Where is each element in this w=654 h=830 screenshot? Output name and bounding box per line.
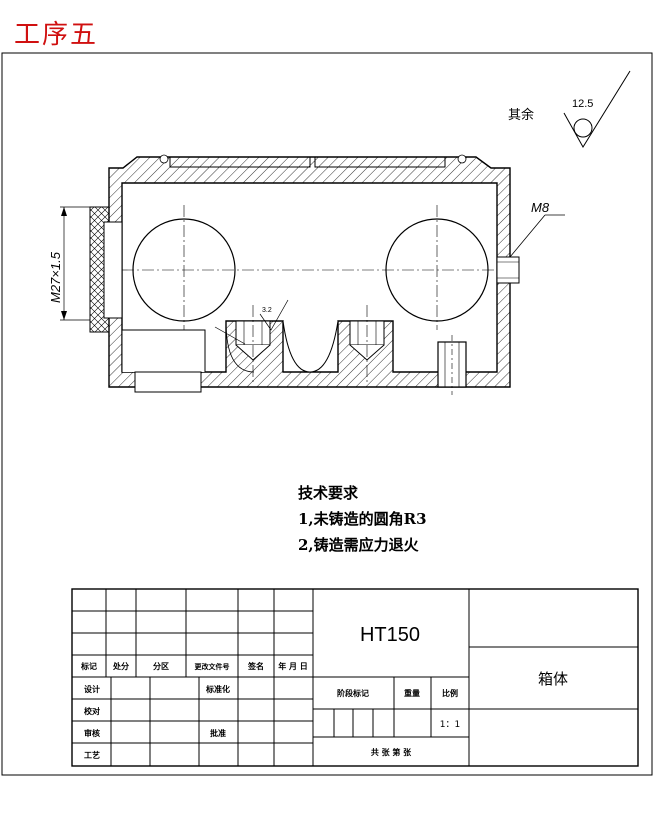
check-label: 校对 [84,706,100,716]
drawing-frame [1,52,653,776]
center-lines [122,205,510,385]
remaining-label: 其余 [508,107,534,123]
page-title: 工序五 [14,20,99,50]
requirements-title: 技术要求 [298,484,359,502]
standardize-label: 标准化 [205,684,230,694]
approve-label: 批准 [210,728,226,738]
header-change-doc: 更改文件号 [195,662,230,671]
header-division: 处分 [112,661,129,671]
header-mark: 标记 [80,661,97,671]
roughness-symbol: 其余 12.5 [508,70,631,148]
material-label: HT150 [360,624,420,646]
thread-hole-right: M8 [496,200,565,284]
scale-label: 比例 [442,688,458,698]
roughness-hole-value: 3.2 [262,307,272,314]
technical-requirements: 技术要求 1,未铸造的圆角R3 2,铸造需应力退火 [298,480,427,558]
thread-cover-left: M27×1.5 [48,206,123,333]
roughness-value: 12.5 [572,98,593,110]
bolt-right [437,335,467,395]
scale-value: 1：1 [440,720,460,730]
process-label: 工艺 [84,750,100,760]
casting-wall [108,156,511,388]
sheets-label: 共 张 第 张 [371,747,412,757]
roughness-hole: 3.2 [214,299,289,345]
review-label: 审核 [84,728,100,738]
header-date: 年 月 日 [278,661,308,671]
weight-label: 重量 [404,688,420,698]
part-name: 箱体 [538,670,568,688]
stage-mark-label: 阶段标记 [337,688,369,698]
roughness-circle-icon [573,118,593,138]
header-zone: 分区 [153,661,169,671]
requirement-item-2: 2,铸造需应力退火 [298,536,419,554]
design-label: 设计 [84,684,100,694]
thread-label-left: M27×1.5 [48,251,63,303]
part-section-view: M8 M27×1.5 3.2 [48,154,565,395]
header-signature: 签名 [247,661,264,671]
requirement-item-1: 1,未铸造的圆角R3 [298,510,427,528]
title-block [71,588,639,767]
thread-label-right: M8 [531,200,550,215]
